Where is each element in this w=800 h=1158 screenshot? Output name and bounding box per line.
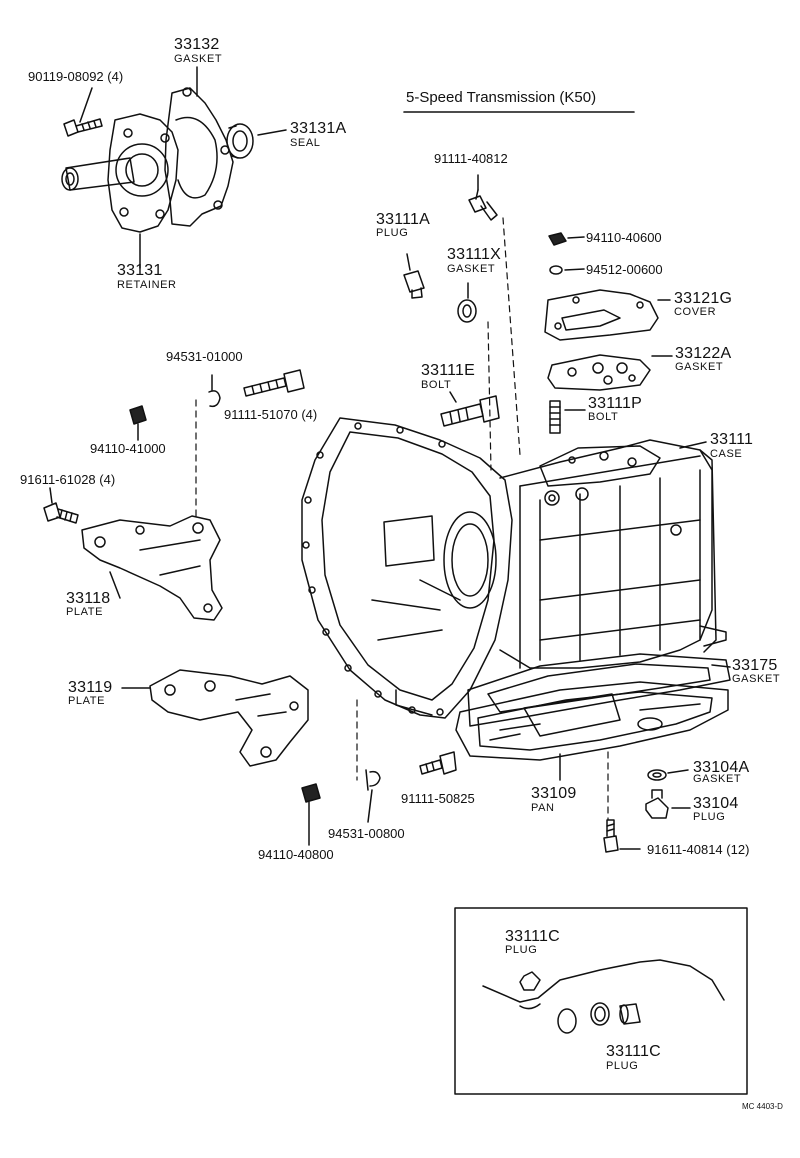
callout-91611-61028: 91611-61028 (4) (20, 472, 116, 487)
callout-94512-00600: 94512-00600 (586, 262, 663, 277)
callout-33111A-desc: PLUG (376, 227, 409, 239)
diagram-code: MC 4403-D (742, 1102, 783, 1111)
callout-33111X-desc: GASKET (447, 263, 496, 275)
callout-33121G: 33121G (674, 290, 733, 307)
callout-33132-desc: GASKET (174, 53, 223, 65)
callout-91111-51070: 91111-51070 (4) (224, 407, 318, 422)
oil-pan-icon (455, 681, 729, 761)
callout-33119: 33119 (68, 679, 113, 696)
bolt-icon (43, 502, 79, 524)
plug-icon (403, 270, 425, 299)
bolt-icon (468, 189, 498, 221)
callout-33111P: 33111P (588, 395, 642, 412)
callout-33175: 33175 (732, 657, 778, 674)
transmission-case-icon (301, 417, 727, 719)
callout-33131: 33131 (117, 262, 163, 279)
callout-91111-50825: 91111-50825 (401, 791, 475, 806)
callout-33111C-upper: 33111C (505, 928, 560, 945)
callout-33104A-desc: GASKET (693, 773, 742, 785)
callout-33122A: 33122A (675, 345, 732, 362)
callout-33109: 33109 (531, 785, 577, 802)
callout-33111P-desc: BOLT (588, 411, 619, 423)
callout-33131-desc: RETAINER (117, 279, 177, 291)
gasket-ring-icon (457, 299, 477, 323)
callout-33111X: 33111X (447, 246, 501, 263)
diagram-title: 5-Speed Transmission (K50) (406, 89, 597, 106)
detail-inset-icon (454, 907, 748, 1095)
stud-icon (549, 400, 561, 434)
callout-33104: 33104 (693, 795, 739, 812)
callout-33104A: 33104A (693, 759, 750, 776)
cover-plate-icon (544, 289, 659, 341)
callout-33111A: 33111A (376, 211, 430, 228)
callout-33131A: 33131A (290, 120, 347, 137)
callout-33131A-desc: SEAL (290, 137, 321, 149)
callout-94110-41000: 94110-41000 (90, 441, 166, 456)
callout-33132: 33132 (174, 36, 220, 53)
callout-33111E: 33111E (421, 362, 475, 379)
callout-33111: 33111 (710, 431, 754, 448)
bolt-icon (63, 118, 103, 137)
callout-91611-40814: 91611-40814 (12) (647, 842, 750, 857)
callout-33104-desc: PLUG (693, 811, 726, 823)
callout-33111-desc: CASE (710, 448, 743, 460)
gasket-plate-icon (547, 354, 651, 391)
callout-33111C-lower-desc: PLUG (606, 1060, 639, 1072)
drain-plug-icon (645, 789, 669, 819)
callout-33118: 33118 (66, 590, 111, 607)
bolt-icon (603, 819, 619, 853)
callout-94531-01000: 94531-01000 (166, 349, 243, 364)
callout-33109-desc: PAN (531, 802, 555, 814)
mount-plate-icon (81, 515, 223, 621)
callout-33175-desc: GASKET (732, 673, 781, 685)
callout-94110-40600: 94110-40600 (586, 230, 662, 245)
retainer-assembly-icon (61, 87, 254, 233)
callout-33119-desc: PLATE (68, 695, 106, 707)
callout-90119-08092: 90119-08092 (4) (28, 69, 124, 84)
callout-94110-40800: 94110-40800 (258, 847, 334, 862)
bolt-icon (243, 369, 305, 397)
bolt-icon (440, 395, 500, 427)
pan-gasket-icon (467, 653, 731, 727)
callout-94531-00800: 94531-00800 (328, 826, 405, 841)
callout-33122A-desc: GASKET (675, 361, 724, 373)
callout-33121G-desc: COVER (674, 306, 717, 318)
callout-91111-40812: 91111-40812 (434, 151, 508, 166)
bolt-icon (419, 751, 457, 775)
callout-33111C-upper-desc: PLUG (505, 944, 538, 956)
mount-bracket-icon (149, 669, 309, 767)
callout-33111E-desc: BOLT (421, 379, 452, 391)
callout-33111C-lower: 33111C (606, 1043, 661, 1060)
callout-33118-desc: PLATE (66, 606, 104, 618)
